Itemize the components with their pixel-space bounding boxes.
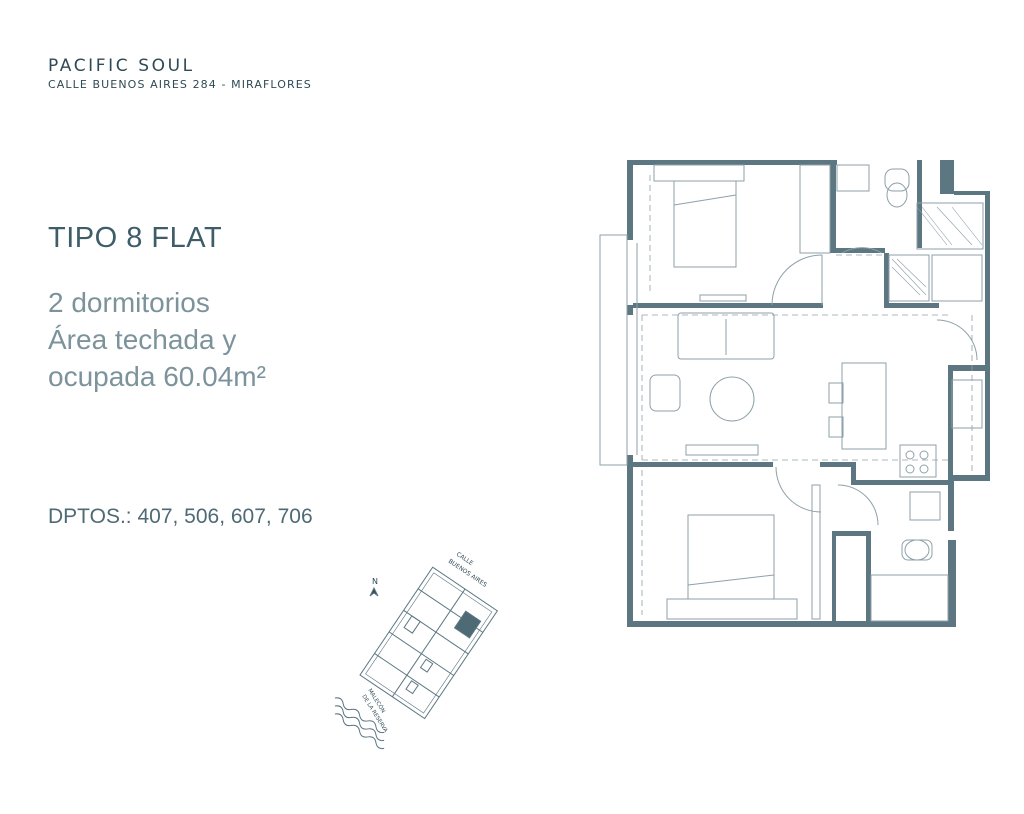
brand-name: PACIFIC SOUL — [48, 56, 195, 76]
plan-walls — [627, 160, 990, 627]
area-text-line1: Área techada y — [48, 324, 237, 355]
north-label: N — [372, 577, 378, 586]
brand-block: PACIFIC SOUL CALLE BUENOS AIRES 284 - MI… — [48, 56, 312, 91]
unit-description: 2 dormitorios Área techada y ocupada 60.… — [48, 284, 266, 395]
floor-plan — [599, 160, 990, 627]
plan-linework — [599, 164, 984, 622]
bedrooms-text: 2 dormitorios — [48, 287, 210, 318]
sea-waves-icon — [334, 697, 385, 750]
building-footprint — [359, 566, 499, 720]
area-text-line2: ocupada 60.04m² — [48, 361, 266, 392]
apartment-numbers: DPTOS.: 407, 506, 607, 706 — [48, 505, 313, 528]
north-arrow-icon — [369, 586, 379, 597]
unit-title: TIPO 8 FLAT — [48, 222, 223, 254]
brand-address: CALLE BUENOS AIRES 284 - MIRAFLORES — [48, 78, 312, 91]
highlighted-unit — [453, 610, 482, 639]
location-map: N CALLE BUENOS AIRES MALECÓN DE LA RESER… — [334, 551, 499, 750]
